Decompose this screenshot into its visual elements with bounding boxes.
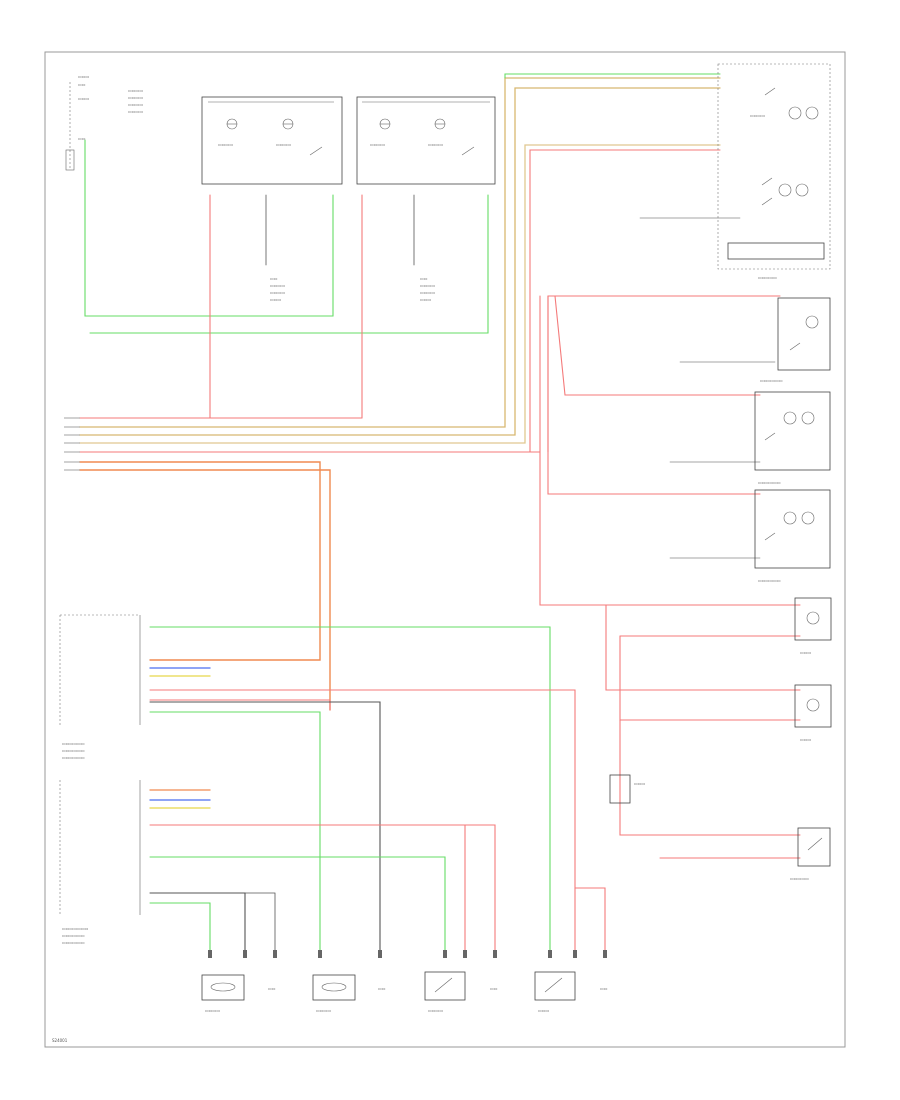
svg-text:▭▭▭: ▭▭▭ — [800, 650, 812, 655]
switch-box: ▭▭▭▭▭ — [790, 827, 831, 881]
wire-red-to-switch — [619, 719, 801, 836]
svg-text:▭▭▭▭▭▭: ▭▭▭▭▭▭ — [760, 378, 783, 383]
diagram-frame — [44, 51, 846, 1048]
svg-text:▭▭▭: ▭▭▭ — [800, 737, 812, 742]
svg-text:▭▭▭▭: ▭▭▭▭ — [128, 109, 143, 114]
wire-green-top-loop — [84, 139, 334, 317]
svg-text:▭▭▭▭: ▭▭▭▭ — [420, 290, 435, 295]
wire-green-driver-2 — [149, 711, 321, 951]
left-overhead-light: ▭▭▭▭ ▭▭▭▭ — [201, 96, 343, 185]
bottom-lock-actuator-left: ▭▭▭▭ — [201, 974, 245, 1013]
svg-text:▭▭▭▭▭▭: ▭▭▭▭▭▭ — [62, 741, 85, 746]
diagram-id: S24001 — [52, 1038, 68, 1043]
wire-red-lamp2 — [554, 295, 761, 396]
svg-text:▭▭▭▭▭: ▭▭▭▭▭ — [790, 876, 809, 881]
wire-layer — [79, 73, 801, 951]
wire-red-lamp3 — [547, 295, 761, 495]
svg-text:▭▭▭▭: ▭▭▭▭ — [128, 88, 143, 93]
svg-text:▭▭▭▭: ▭▭▭▭ — [750, 113, 765, 118]
svg-text:▭▭▭▭: ▭▭▭▭ — [270, 283, 285, 288]
wire-tan-harness-3 — [79, 144, 721, 444]
svg-text:▭▭▭▭: ▭▭▭▭ — [205, 1008, 220, 1013]
component-layer: ▭▭▭ ▭▭ ▭▭▭ ▭▭ ▭▭▭▭ ▭▭▭▭ ▭▭▭▭ ▭▭▭▭ ▭▭▭▭ ▭… — [52, 63, 832, 1043]
fuse-block: ▭▭▭ ▭▭ ▭▭▭ ▭▭ — [65, 74, 90, 171]
svg-text:▭▭▭: ▭▭▭ — [78, 96, 90, 101]
svg-text:▭▭▭: ▭▭▭ — [270, 297, 282, 302]
svg-text:▭▭▭▭▭▭: ▭▭▭▭▭▭ — [62, 755, 85, 760]
svg-text:▭▭▭▭: ▭▭▭▭ — [270, 290, 285, 295]
wire-red-trunk-lamp5 — [605, 604, 801, 691]
svg-text:▭▭▭: ▭▭▭ — [420, 297, 432, 302]
ground-note-right: ▭▭ ▭▭▭▭ ▭▭▭▭ ▭▭▭ — [420, 276, 435, 302]
svg-text:▭▭▭▭▭▭: ▭▭▭▭▭▭ — [62, 940, 85, 945]
wire-green-top-right — [504, 73, 721, 79]
passenger-door-module: ▭▭▭▭▭▭▭ ▭▭▭▭▭▭ ▭▭▭▭▭▭ — [59, 780, 141, 945]
wire-green-driver-module — [149, 626, 551, 951]
lamp-box-4: ▭▭▭ — [794, 597, 832, 655]
wire-dark-pass-2 — [244, 892, 276, 951]
svg-text:▭▭▭▭: ▭▭▭▭ — [128, 95, 143, 100]
wire-tan-harness-1 — [79, 77, 721, 428]
right-overhead-light: ▭▭▭▭ ▭▭▭▭ — [356, 96, 496, 185]
svg-text:▭▭▭▭: ▭▭▭▭ — [276, 142, 291, 147]
svg-text:▭▭▭: ▭▭▭ — [634, 781, 646, 786]
wire-dark-driver — [149, 701, 381, 951]
wire-dark-pass — [149, 892, 246, 951]
wire-red-top-right — [529, 149, 721, 453]
svg-text:▭▭▭▭▭▭: ▭▭▭▭▭▭ — [62, 748, 85, 753]
svg-text:▭▭▭▭: ▭▭▭▭ — [316, 1008, 331, 1013]
wire-red-trunk-lamp7 — [619, 635, 801, 721]
ground-note-left: ▭▭ ▭▭▭▭ ▭▭▭▭ ▭▭▭ — [270, 276, 285, 302]
svg-text:▭▭: ▭▭ — [378, 986, 386, 991]
top-note-text: ▭▭▭▭ ▭▭▭▭ ▭▭▭▭ ▭▭▭▭ — [128, 88, 143, 114]
svg-text:▭▭: ▭▭ — [420, 276, 428, 281]
wire-orange-harness-2 — [79, 469, 331, 711]
wire-green-pass-2 — [149, 902, 211, 951]
roof-console: ▭▭▭▭ ▭▭▭▭▭ — [717, 63, 831, 280]
relay-small: ▭▭▭ — [609, 774, 646, 804]
svg-text:▭▭▭▭: ▭▭▭▭ — [428, 142, 443, 147]
wire-red-pass — [149, 824, 496, 951]
svg-text:▭▭▭▭▭▭: ▭▭▭▭▭▭ — [62, 933, 85, 938]
svg-text:▭▭▭▭▭▭: ▭▭▭▭▭▭ — [758, 578, 781, 583]
wire-red-driver — [149, 699, 331, 711]
svg-text:▭▭: ▭▭ — [270, 276, 278, 281]
svg-text:▭▭▭: ▭▭▭ — [538, 1008, 550, 1013]
svg-text:▭▭: ▭▭ — [268, 986, 276, 991]
bottom-switch-1: ▭▭▭▭ — [424, 971, 466, 1013]
wire-red-lamp4 — [539, 295, 801, 606]
svg-text:▭▭▭: ▭▭▭ — [78, 74, 90, 79]
wire-green-pass — [149, 856, 446, 951]
wire-orange-harness-1 — [79, 461, 321, 661]
wire-tan-harness-2 — [79, 87, 721, 436]
svg-text:▭▭: ▭▭ — [78, 82, 86, 87]
wire-green-right-light — [89, 194, 489, 334]
harness-connector-left — [64, 417, 80, 471]
lamp-box-5: ▭▭▭ — [794, 684, 832, 742]
svg-text:▭▭▭▭: ▭▭▭▭ — [218, 142, 233, 147]
svg-text:▭▭▭▭: ▭▭▭▭ — [420, 283, 435, 288]
wire-red-driver-2 — [149, 689, 576, 951]
svg-text:▭▭▭▭▭: ▭▭▭▭▭ — [758, 275, 777, 280]
svg-text:▭▭: ▭▭ — [490, 986, 498, 991]
lamp-box-3: ▭▭▭▭▭▭ — [754, 489, 831, 583]
svg-text:▭▭▭▭▭▭▭: ▭▭▭▭▭▭▭ — [62, 926, 89, 931]
driver-door-module: ▭▭▭▭▭▭ ▭▭▭▭▭▭ ▭▭▭▭▭▭ — [59, 614, 141, 760]
lamp-box-1: ▭▭▭▭▭▭ — [760, 297, 831, 383]
svg-text:▭▭▭▭: ▭▭▭▭ — [370, 142, 385, 147]
bottom-lock-actuator-mid: ▭▭▭▭ — [312, 974, 356, 1013]
bottom-switch-2: ▭▭▭ — [534, 971, 576, 1013]
wire-end-caps — [208, 950, 607, 958]
svg-text:▭▭▭▭: ▭▭▭▭ — [428, 1008, 443, 1013]
bottom-ground-labels: ▭▭ ▭▭ ▭▭ ▭▭ — [268, 986, 608, 991]
svg-text:▭▭: ▭▭ — [600, 986, 608, 991]
wire-red-pass-4 — [574, 887, 606, 951]
svg-text:▭▭▭▭: ▭▭▭▭ — [128, 102, 143, 107]
lamp-box-2: ▭▭▭▭▭▭ — [754, 391, 831, 485]
wire-red-trunk — [547, 295, 781, 453]
svg-text:▭▭: ▭▭ — [78, 136, 86, 141]
svg-text:▭▭▭▭▭▭: ▭▭▭▭▭▭ — [758, 480, 781, 485]
